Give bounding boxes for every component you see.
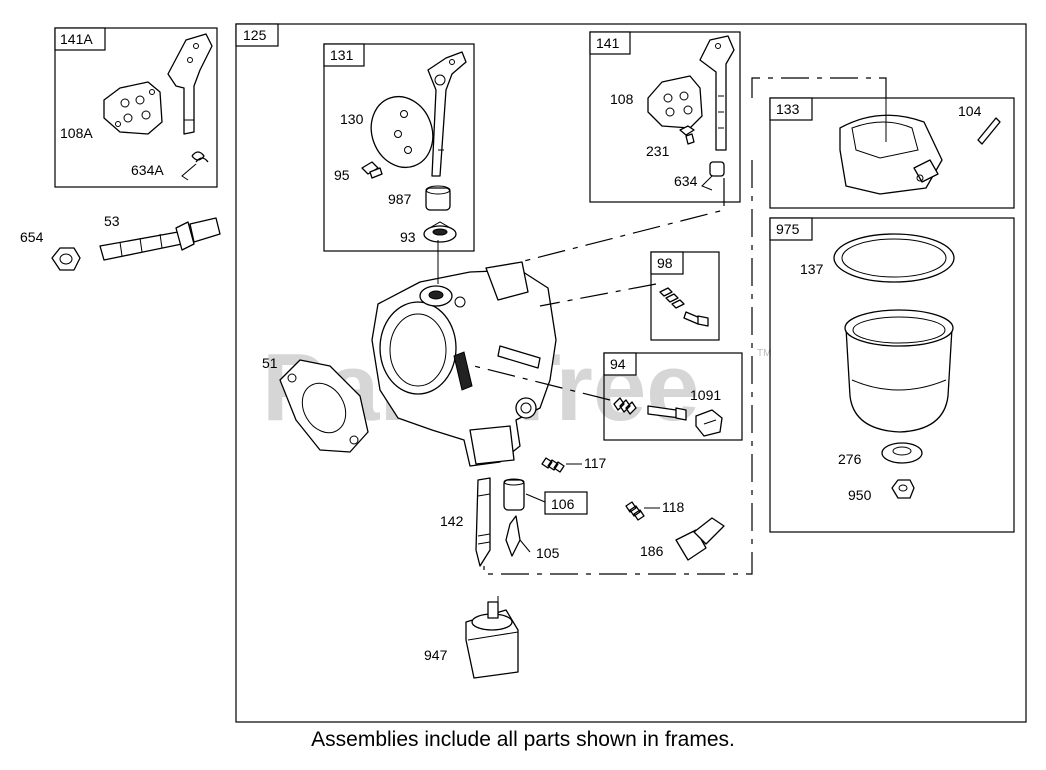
part-label-276: 276 [838,451,862,467]
part-141A-shaft [167,33,213,135]
frame-131: 131 130 95 987 93 [323,43,475,252]
part-label-947: 947 [424,647,448,663]
part-carburetor-body [371,261,557,467]
frame-label-125: 125 [243,27,267,43]
part-950-nut [891,479,915,499]
frame-141A: 141A 108A 634A [54,27,218,188]
part-label-1091: 1091 [690,387,721,403]
frame-106: 106 [544,491,588,515]
part-106-jet [503,478,525,511]
part-117-spring [541,457,565,473]
part-label-634A: 634A [131,162,164,178]
part-label-186: 186 [640,543,664,559]
part-label-117: 117 [584,455,607,471]
part-94-needle [647,405,687,421]
part-label-231: 231 [646,143,670,159]
part-634A-spring [181,151,209,181]
part-1091-cap [695,409,723,437]
frame-94: 94 1091 [603,352,743,441]
frame-label-975: 975 [776,221,800,237]
part-141-shaft [699,35,735,151]
frame-975: 975 137 276 950 [769,217,1015,533]
part-94-spring [613,397,637,415]
part-118-spring [625,501,645,521]
part-label-950: 950 [848,487,872,503]
frame-label-133: 133 [776,101,800,117]
part-label-95: 95 [334,167,350,183]
part-label-987: 987 [388,191,412,207]
part-label-51: 51 [262,355,278,371]
part-104-pin [977,117,1001,145]
part-label-104: 104 [958,103,982,119]
part-186-elbow [675,517,725,561]
part-label-108A: 108A [60,125,93,141]
part-108-plate [647,75,703,129]
leader-lines [437,77,887,610]
part-108A-plate [103,81,163,135]
frame-label-141A: 141A [60,31,93,47]
part-label-137: 137 [800,261,824,277]
part-53-fitting [99,217,221,261]
frame-label-131: 131 [330,47,354,63]
frame-133: 133 104 [769,97,1015,209]
part-130-throttle-plate [370,95,434,169]
diagram-caption: Assemblies include all parts shown in fr… [311,728,735,751]
part-634-spring [701,161,725,191]
part-105-needle [505,515,521,557]
part-label-130: 130 [340,111,364,127]
part-label-142: 142 [440,513,464,529]
frame-125: 125 [235,23,1027,723]
watermark-trademark: TM [757,348,771,359]
part-654-nut [51,247,81,271]
part-987-seal [425,185,451,211]
part-975-float-bowl [844,309,954,433]
part-231-screw [679,125,695,145]
part-131-shaft [427,51,467,177]
part-142-tube [475,477,491,567]
part-137-gasket [833,233,955,283]
part-95-screw [361,161,383,179]
part-label-634: 634 [674,173,698,189]
frame-label-98: 98 [657,255,673,271]
frame-label-94: 94 [610,356,626,372]
part-276-washer [881,442,923,464]
frame-141: 141 108 231 634 [589,31,741,203]
part-947-solenoid [465,601,519,679]
part-label-53: 53 [104,213,120,229]
part-label-108: 108 [610,91,634,107]
frame-label-106: 106 [551,496,575,512]
part-133-float [839,114,943,195]
frame-label-141: 141 [596,35,620,51]
part-label-118: 118 [662,499,685,515]
part-label-105: 105 [536,545,560,561]
frame-98: 98 [650,251,720,341]
part-label-93: 93 [400,229,416,245]
part-98-spring-screw [659,287,709,327]
part-51-gasket [279,359,369,453]
part-label-654: 654 [20,229,44,245]
part-93-washer [423,221,457,243]
